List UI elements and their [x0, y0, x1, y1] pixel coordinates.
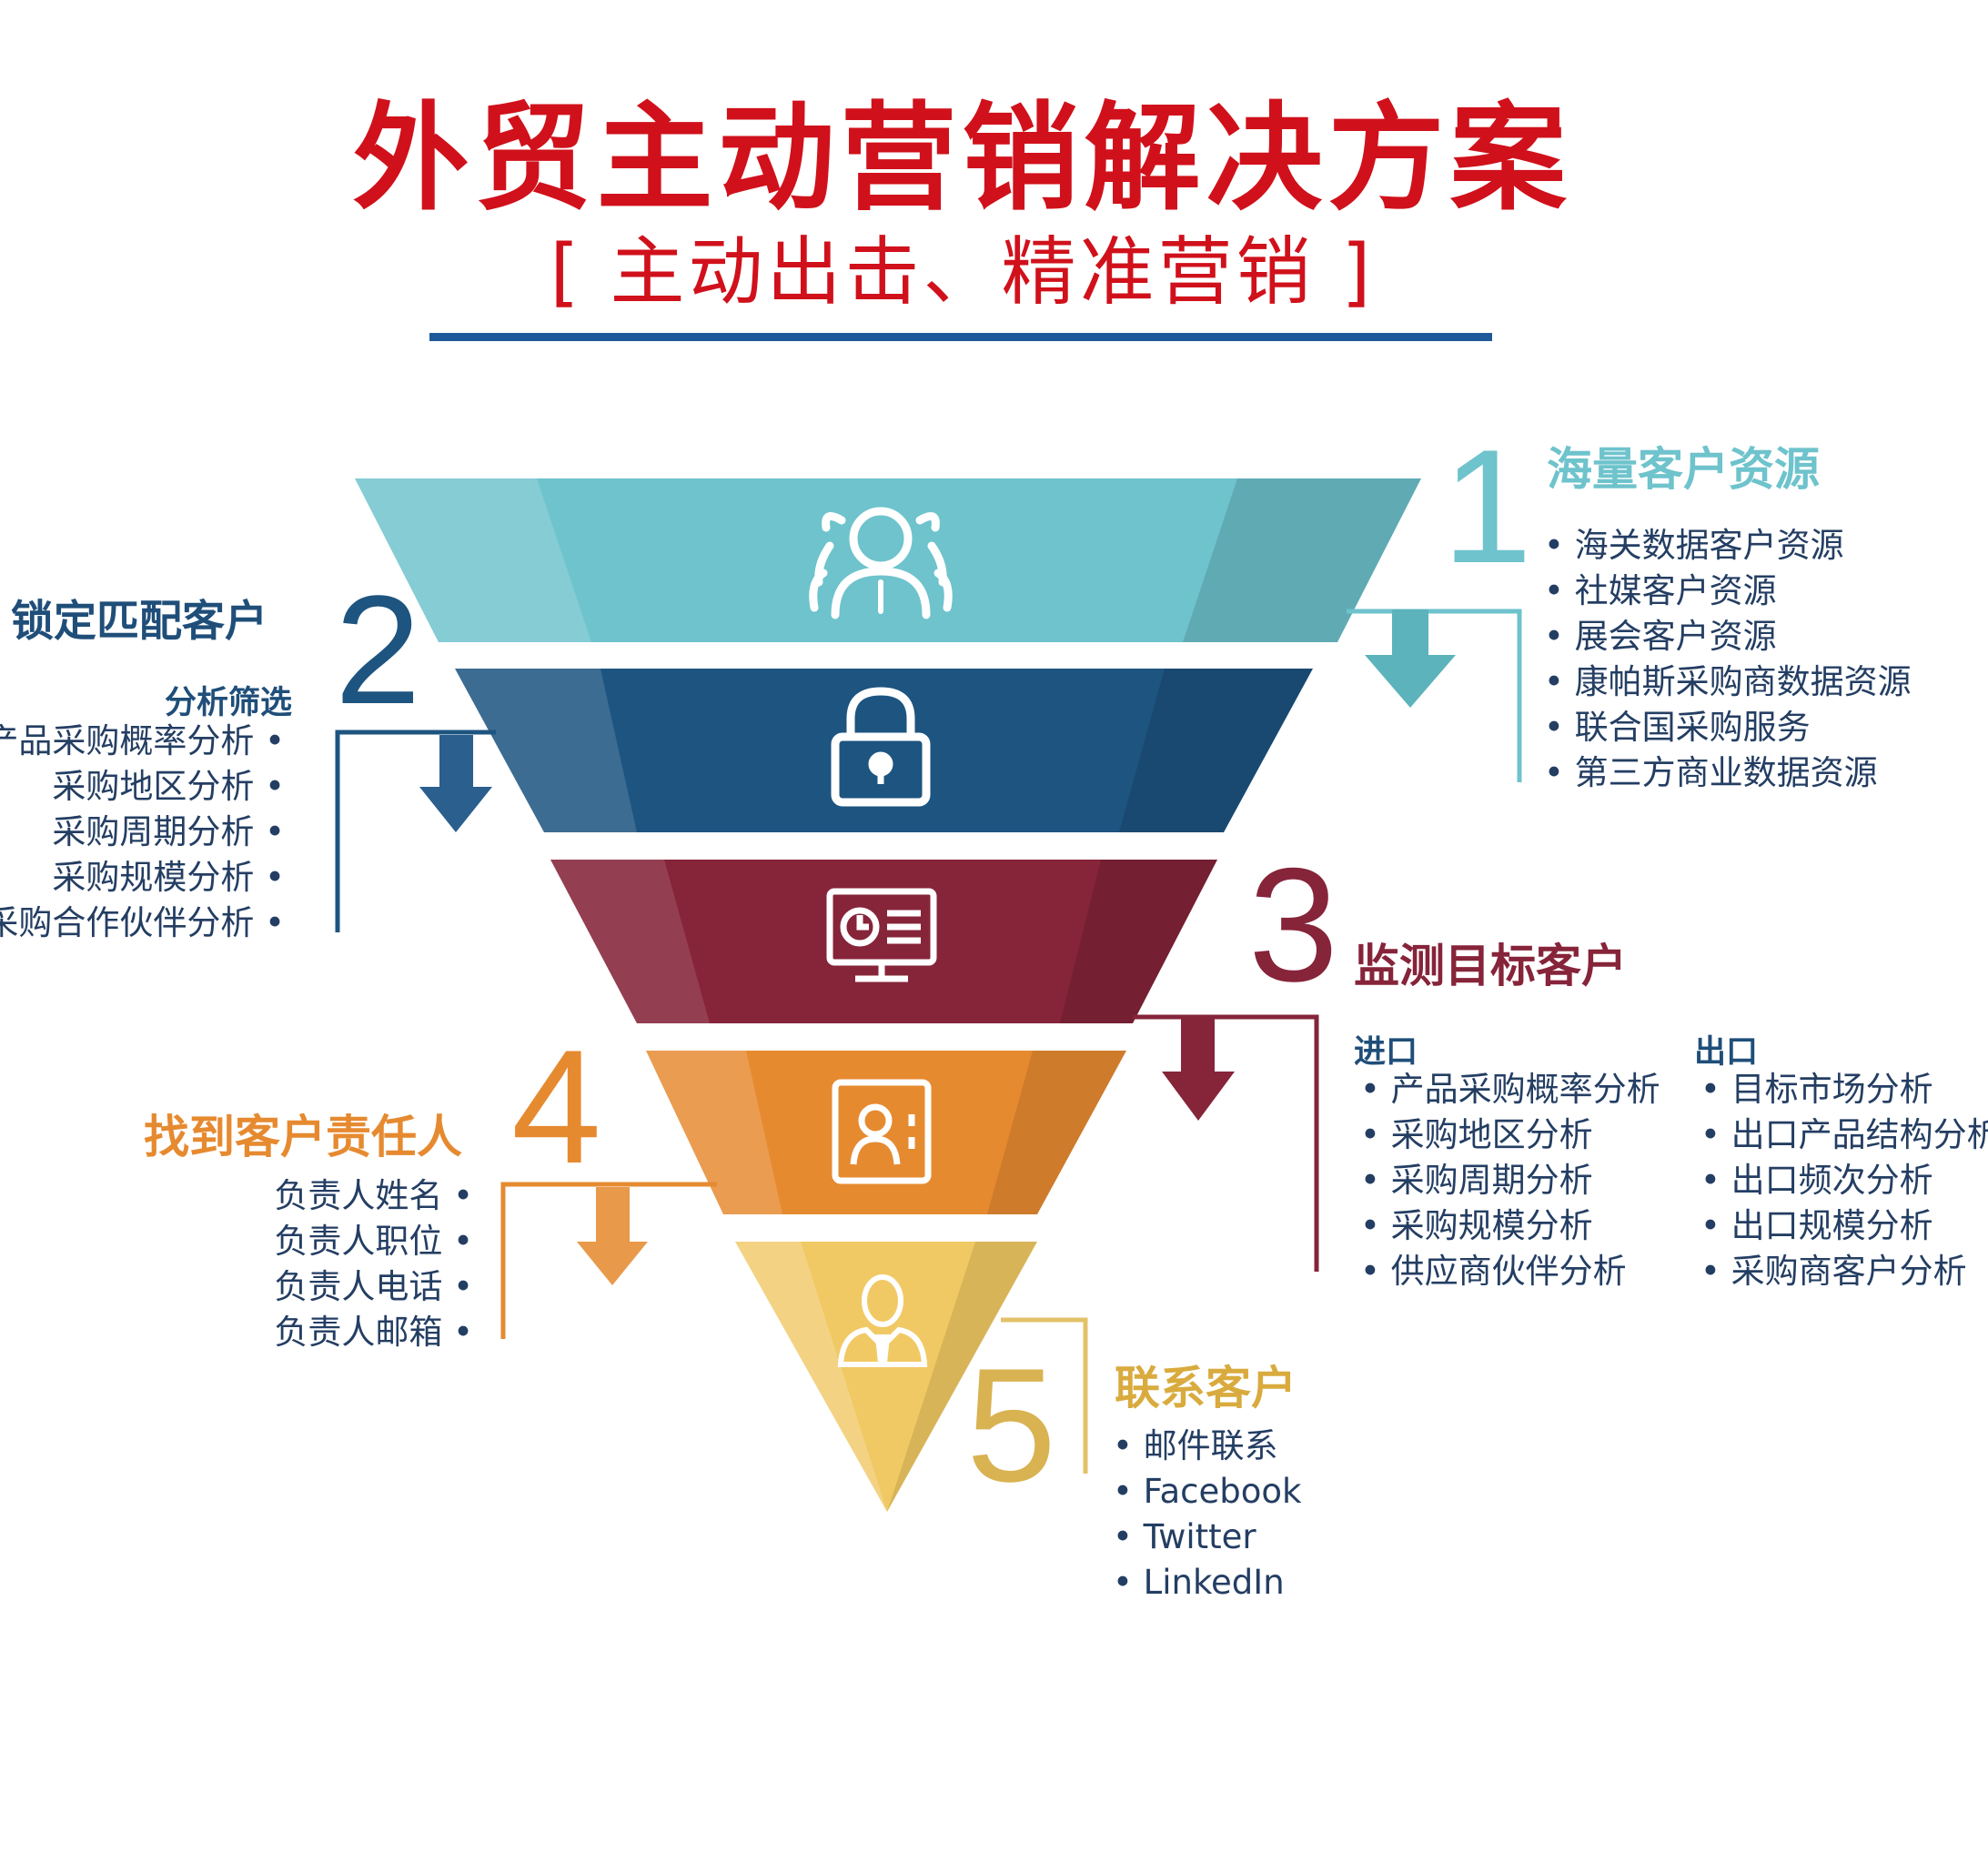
stage2-arrow: [419, 735, 492, 832]
stage3-export-item: 目标市场分析: [1700, 1067, 1988, 1112]
title-divider: [429, 333, 1492, 341]
stage2-item: 采购周期分析: [0, 810, 285, 855]
stage3-export-label: 出口: [1694, 1034, 1759, 1071]
stage3-heading: 监测目标客户: [1354, 940, 1627, 992]
stage2-item: 采购规模分析: [0, 855, 285, 901]
stage3-arrow: [1162, 1019, 1235, 1121]
stage2-connector: [335, 730, 496, 932]
stage1-item: 社媒客户资源: [1544, 569, 1912, 614]
stage4-connector: [500, 1182, 717, 1339]
page-subtitle: [ 主动出击、精准营销 ]: [550, 229, 1375, 316]
funnel-layer-5: [735, 1242, 1037, 1512]
stage3-import-item: 采购周期分析: [1360, 1158, 1660, 1203]
stage2-heading: 锁定匹配客户: [11, 597, 267, 647]
stage1-item: 康帕斯采购商数据资源: [1544, 659, 1912, 705]
stage2-item: 采购地区分析: [0, 764, 285, 810]
stage5-connector: [1001, 1317, 1088, 1474]
stage1-heading: 海量客户资源: [1547, 443, 1820, 496]
stage2-subheading: 分析筛选: [164, 685, 292, 721]
funnel-layer-3: [550, 860, 1217, 1023]
stage5-item: Facebook: [1113, 1469, 1302, 1515]
stage4-arrow: [577, 1187, 648, 1285]
stage3-import-item: 产品采购概率分析: [1360, 1067, 1660, 1112]
stage1-item: 第三方商业数据资源: [1544, 750, 1912, 796]
stage3-export-list: 目标市场分析 出口产品结构分析 出口频次分析 出口规模分析 采购商客户分析: [1700, 1067, 1988, 1294]
monitor-dashboard-icon: [826, 888, 937, 982]
stage5-item: Twitter: [1113, 1515, 1301, 1560]
stage3-import-item: 采购规模分析: [1360, 1203, 1660, 1249]
stage2-item-list: 产品采购概率分析 采购地区分析 采购周期分析 采购规模分析 采购合作伙伴分析: [0, 719, 285, 946]
lock-icon: [831, 687, 931, 807]
stage4-item: 负责人邮箱: [274, 1310, 473, 1355]
stage3-export-item: 出口频次分析: [1700, 1158, 1988, 1203]
stage1-item: 海关数据客户资源: [1544, 523, 1912, 569]
stage3-export-item: 采购商客户分析: [1700, 1249, 1988, 1294]
stage3-export-item: 出口规模分析: [1700, 1203, 1988, 1249]
stage3-import-label: 进口: [1354, 1034, 1418, 1071]
stage4-number: 4: [511, 1016, 601, 1197]
stage5-heading: 联系客户: [1115, 1362, 1297, 1414]
stage1-number: 1: [1442, 416, 1532, 597]
stage5-item: LinkedIn: [1113, 1560, 1301, 1605]
stage5-item-list: 邮件联系 Facebook Twitter LinkedIn: [1113, 1424, 1302, 1605]
funnel-layer-2: [455, 669, 1313, 832]
stage3-number: 3: [1248, 834, 1338, 1015]
stage4-item: 负责人职位: [274, 1219, 473, 1264]
stage5-item: 邮件联系: [1113, 1424, 1301, 1469]
stage3-import-item: 供应商伙伴分析: [1360, 1249, 1660, 1294]
stage4-heading: 找到客户责任人: [144, 1111, 462, 1163]
stage1-arrow: [1365, 609, 1456, 708]
businessman-icon: [837, 1274, 928, 1367]
page-title: 外贸主动营销解决方案: [352, 91, 1572, 226]
stage1-connector: [1347, 609, 1522, 782]
stage5-number: 5: [966, 1334, 1056, 1515]
stage3-connector: [1133, 1014, 1319, 1272]
stage2-item: 产品采购概率分析: [0, 719, 285, 764]
stage1-item: 展会客户资源: [1544, 614, 1912, 659]
funnel-layer-1: [355, 478, 1421, 642]
stage3-import-item: 采购地区分析: [1360, 1112, 1660, 1158]
team-icon: [809, 507, 953, 619]
contact-card-icon: [832, 1079, 932, 1184]
stage2-number: 2: [335, 564, 421, 737]
stage3-export-item: 出口产品结构分析: [1700, 1112, 1988, 1158]
stage2-item: 采购合作伙伴分析: [0, 901, 285, 946]
stage4-item: 负责人电话: [274, 1264, 473, 1310]
stage1-item: 联合国采购服务: [1544, 705, 1912, 750]
stage3-import-list: 产品采购概率分析 采购地区分析 采购周期分析 采购规模分析 供应商伙伴分析: [1360, 1067, 1660, 1294]
stage4-item: 负责人姓名: [274, 1173, 473, 1219]
stage1-item-list: 海关数据客户资源 社媒客户资源 展会客户资源 康帕斯采购商数据资源 联合国采购服…: [1544, 523, 1912, 796]
stage4-item-list: 负责人姓名 负责人职位 负责人电话 负责人邮箱: [274, 1173, 473, 1355]
